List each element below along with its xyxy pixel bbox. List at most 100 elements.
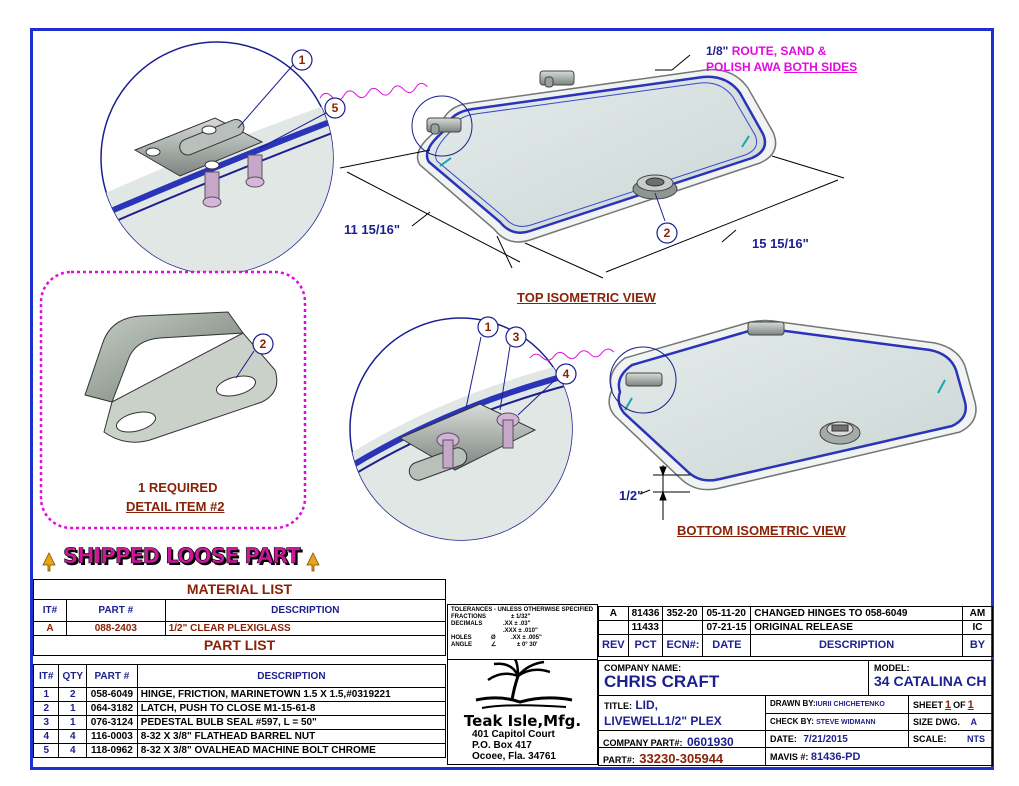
material-list-title: MATERIAL LIST: [33, 579, 446, 600]
tb-title-label: TITLE:: [604, 701, 632, 711]
company-address-line2: P.O. Box 417: [472, 740, 532, 751]
part-cell-desc: HINGE, FRICTION, MARINETOWN 1.5 X 1.5,#0…: [136, 687, 447, 702]
rev-cell-desc: ORIGINAL RELEASE: [750, 620, 963, 635]
callout-3: 3: [512, 330, 520, 344]
part-cell-it: 5: [32, 743, 60, 758]
part-row: 4 4 116-0003 8-32 X 3/8" FLATHEAD BARREL…: [32, 729, 447, 744]
callout-1-bottom: 1: [484, 320, 492, 334]
material-list-table: MATERIAL LIST IT# PART # DESCRIPTION A 0…: [33, 579, 447, 656]
tb-company-name: CHRIS CRAFT: [604, 672, 720, 691]
material-header-desc: DESCRIPTION: [164, 599, 447, 622]
tb-date-cell: DATE: 7/21/2015: [765, 730, 909, 748]
tb-check-by: STEVE WIDMANN: [816, 719, 876, 726]
tol-holes-sym: Ø: [491, 635, 496, 641]
tb-drawn-label: DRAWN BY:: [770, 699, 816, 708]
tb-mavis: 81436-PD: [810, 751, 861, 763]
top-latch: [632, 174, 678, 200]
tol-angle-label: ANGLE: [451, 642, 472, 648]
part-cell-it: 4: [32, 729, 60, 744]
tb-company-part-label: COMPANY PART#:: [603, 738, 683, 748]
callout-leaders: [235, 64, 666, 416]
tolerances-title: TOLERANCES - UNLESS OTHERWISE SPECIFIED: [451, 607, 594, 613]
route-note-polish: POLISH AWA: [706, 60, 781, 74]
part-cell-it: 1: [32, 687, 60, 702]
rev-cell-rev: [598, 620, 629, 635]
tb-model-cell: MODEL: 34 CATALINA CH: [868, 660, 993, 696]
detail-required: 1 REQUIRED: [138, 480, 218, 495]
callout-circles: [252, 49, 678, 385]
part-cell-part: 118-0962: [86, 743, 138, 758]
palm-tree-logo: [475, 657, 573, 709]
detail-ref-circle-bottom: [609, 346, 677, 414]
wave-connector-bottom: [529, 348, 615, 361]
detail-top-content: [101, 100, 333, 274]
material-header-part: PART #: [65, 599, 166, 622]
material-cell-it: A: [33, 621, 67, 636]
tb-mavis-label: MAVIS #:: [770, 752, 809, 762]
tb-sheet-of: OF: [953, 700, 966, 710]
dim-thickness: 1/2": [619, 488, 644, 503]
rev-header-date: DATE: [702, 634, 752, 657]
rev-cell-by: IC: [961, 620, 994, 635]
part-row: 1 2 058-6049 HINGE, FRICTION, MARINETOWN…: [32, 687, 447, 702]
tb-part-label: PART#:: [603, 755, 635, 765]
part-header-it: IT#: [32, 664, 60, 688]
top-hinge-left: [426, 117, 462, 135]
tol-fractions-val: ± 1/32": [511, 614, 531, 620]
part-cell-it: 2: [32, 701, 60, 716]
tol-holes-label: HOLES: [451, 635, 472, 641]
part-cell-qty: 1: [58, 715, 88, 730]
thickness-dimension: [639, 465, 690, 520]
rev-cell-date: 05-11-20: [702, 606, 752, 621]
tb-size-label: SIZE DWG.: [913, 717, 960, 727]
part-row: 5 4 118-0962 8-32 X 3/8" OVALHEAD MACHIN…: [32, 743, 447, 758]
detail-ref-circle-top: [411, 95, 473, 157]
rev-cell-rev: A: [598, 606, 629, 621]
part-cell-qty: 2: [58, 687, 88, 702]
shipped-banner: SHIPPED LOOSE PART: [63, 544, 301, 569]
tb-company-part: 0601930: [686, 735, 734, 748]
company-block: Teak Isle,Mfg. 401 Capitol Court P.O. Bo…: [447, 660, 598, 765]
dim-width: 11 15/16": [344, 222, 401, 237]
part-cell-desc: PEDESTAL BULB SEAL #597, L = 50": [136, 715, 447, 730]
tb-size-cell: SIZE DWG. A: [908, 713, 993, 731]
tb-company-label: COMPANY NAME:: [604, 663, 682, 673]
part-cell-qty: 4: [58, 743, 88, 758]
material-header-it: IT#: [33, 599, 67, 622]
rev-header-desc: DESCRIPTION: [750, 634, 963, 657]
part-cell-qty: 1: [58, 701, 88, 716]
tb-scale-label: SCALE:: [913, 734, 947, 744]
route-note-route: ROUTE, SAND &: [731, 44, 827, 58]
callout-1-top: 1: [298, 53, 306, 67]
part-cell-qty: 4: [58, 729, 88, 744]
rev-header-rev: REV: [598, 634, 629, 657]
part-cell-desc: 8-32 X 3/8" OVALHEAD MACHINE BOLT CHROME: [136, 743, 447, 758]
tb-check-label: CHECK BY:: [770, 717, 814, 726]
rev-cell-date: 07-21-15: [702, 620, 752, 635]
tol-fractions-label: FRACTIONS: [451, 614, 486, 620]
tol-angle-sym: ∠: [491, 642, 497, 648]
rev-header-by: BY: [961, 634, 994, 657]
part-row: 2 1 064-3182 LATCH, PUSH TO CLOSE M1-15-…: [32, 701, 447, 716]
part-row: 3 1 076-3124 PEDESTAL BULB SEAL #597, L …: [32, 715, 447, 730]
rev-cell-ecn: 352-20: [662, 606, 704, 621]
tb-mavis-cell: MAVIS #: 81436-PD: [765, 747, 993, 766]
rev-header-ecn: ECN#:: [662, 634, 704, 657]
tb-title-line2: LIVEWELL1/2" PLEX: [604, 714, 722, 728]
tb-company-part-cell: COMPANY PART#: 0601930: [598, 730, 766, 748]
route-note-size: 1/8": [706, 44, 729, 58]
tb-date-label: DATE:: [770, 734, 797, 744]
part-list-table: IT# QTY PART # DESCRIPTION 1 2 058-6049 …: [32, 664, 447, 758]
revision-row: A 81436 352-20 05-11-20 CHANGED HINGES T…: [598, 606, 994, 621]
part-cell-part: 058-6049: [86, 687, 138, 702]
part-header-part: PART #: [86, 664, 138, 688]
callout-2-detail: 2: [259, 337, 267, 351]
tb-drawn-cell: DRAWN BY:IURII CHICHETENKO: [765, 695, 909, 714]
part-cell-desc: LATCH, PUSH TO CLOSE M1-15-61-8: [136, 701, 447, 716]
company-address-line3: Ocoee, Fla. 34761: [472, 751, 556, 762]
part-header-desc: DESCRIPTION: [136, 664, 447, 688]
material-row: A 088-2403 1/2" CLEAR PLEXIGLASS: [33, 621, 447, 636]
route-note-line2: POLISH AWA BOTH SIDES: [706, 60, 857, 74]
banner-arrows: [42, 552, 320, 572]
